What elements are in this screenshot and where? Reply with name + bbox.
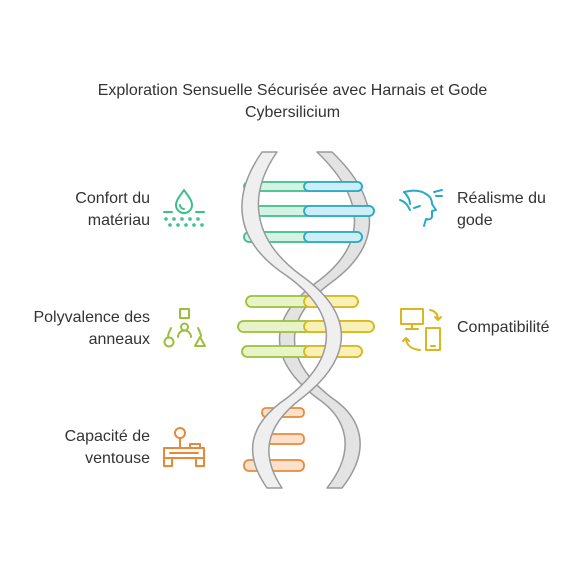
label-polyvalence-anneaux: Polyvalence des anneaux bbox=[33, 307, 150, 351]
label-polyvalence-line-2: anneaux bbox=[88, 331, 150, 348]
label-realisme-line-2: gode bbox=[457, 212, 493, 229]
devices-sync-icon bbox=[398, 306, 444, 354]
title-line-2: Cybersilicium bbox=[244, 104, 341, 121]
label-polyvalence-line-1: Polyvalence des bbox=[33, 309, 150, 326]
label-confort-line-2: matériau bbox=[87, 212, 150, 229]
shapes-person-icon bbox=[161, 306, 207, 350]
joystick-icon bbox=[160, 425, 208, 471]
diagram-title: Exploration Sensuelle Sécurisée avec Har… bbox=[0, 80, 585, 124]
label-realisme-gode: Réalisme du gode bbox=[457, 188, 546, 232]
label-capacite-line-2: ventouse bbox=[85, 450, 150, 467]
helix-front-strand bbox=[241, 151, 343, 489]
label-confort-line-1: Confort du bbox=[75, 190, 150, 207]
rung-group-teal bbox=[243, 181, 375, 243]
face-profile-icon bbox=[398, 186, 444, 230]
dna-helix bbox=[222, 150, 392, 490]
label-confort-materiau: Confort du matériau bbox=[75, 188, 150, 232]
label-capacite-ventouse: Capacité de ventouse bbox=[65, 426, 150, 470]
title-line-1: Exploration Sensuelle Sécurisée avec Har… bbox=[97, 82, 488, 99]
rung-group-yellow bbox=[237, 295, 375, 358]
label-compatibilite: Compatibilité bbox=[457, 317, 549, 339]
skin-droplet-icon bbox=[160, 186, 206, 230]
label-compatibilite-line-1: Compatibilité bbox=[457, 319, 550, 336]
label-capacite-line-1: Capacité de bbox=[64, 428, 150, 445]
label-realisme-line-1: Réalisme du bbox=[457, 190, 546, 207]
helix-back-strand bbox=[278, 151, 371, 489]
